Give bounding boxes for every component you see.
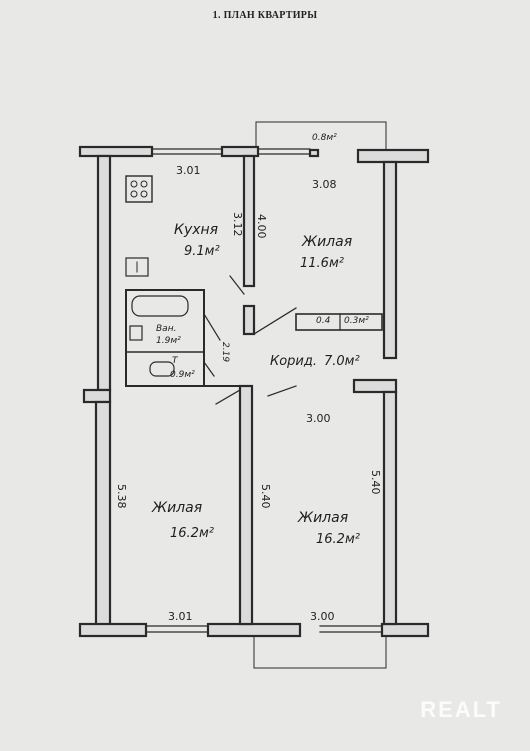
wall-left bbox=[96, 154, 112, 392]
closet-a-dim: 0.4 bbox=[316, 316, 331, 326]
wc-area: 0.9м² bbox=[170, 370, 195, 380]
bathroom-block bbox=[125, 289, 205, 387]
bath-door-dim: 2.19 bbox=[220, 342, 230, 363]
wall-top-right bbox=[356, 148, 430, 164]
page-title: 1. ПЛАН КВАРТИРЫ bbox=[212, 10, 318, 21]
living-left-area: 16.2м² bbox=[170, 526, 214, 541]
living-left-name: Жилая bbox=[152, 500, 203, 516]
wall-kitchen-living bbox=[242, 154, 256, 288]
living-left-width-dim: 3.01 bbox=[168, 610, 193, 623]
wall-living-living bbox=[238, 384, 254, 626]
kitchen-depth-dim: 3.12 bbox=[231, 212, 244, 237]
living-right-area: 16.2м² bbox=[316, 532, 360, 547]
wall-top-left bbox=[78, 145, 154, 158]
wall-right bbox=[382, 160, 398, 360]
living-right-depth-left-dim: 5.40 bbox=[259, 484, 272, 509]
living-right-depth-right-dim: 5.40 bbox=[369, 470, 382, 495]
closets bbox=[295, 313, 383, 331]
stove-icon bbox=[125, 175, 153, 203]
living-right-name: Жилая bbox=[298, 510, 349, 526]
kitchen-sink-icon bbox=[125, 257, 149, 277]
wall-top-mid bbox=[220, 145, 260, 158]
toilet-icon bbox=[149, 361, 175, 377]
kitchen-area: 9.1м² bbox=[184, 244, 220, 259]
living-top-width-dim: 3.08 bbox=[312, 178, 337, 191]
bath-area: 1.9м² bbox=[156, 336, 181, 346]
kitchen-name: Кухня bbox=[174, 222, 219, 238]
balcony-top-area: 0.8м² bbox=[312, 133, 337, 143]
closet-b-dim: 0.3м² bbox=[344, 316, 369, 326]
corridor-area: 7.0м² bbox=[324, 354, 360, 369]
living-top-depth-dim: 4.00 bbox=[255, 214, 268, 239]
watermark-logo: REALT bbox=[420, 697, 502, 722]
living-right-width-dim: 3.00 bbox=[310, 610, 335, 623]
corridor-name: Корид. bbox=[270, 354, 318, 369]
kitchen-width-dim: 3.01 bbox=[176, 164, 201, 177]
living-left-depth-dim: 5.38 bbox=[115, 484, 128, 509]
wc-name: T bbox=[172, 356, 178, 366]
wall-bottom-left bbox=[78, 622, 148, 638]
sink-icon bbox=[129, 325, 143, 341]
living-top-name: Жилая bbox=[302, 234, 353, 250]
corridor-width-dim: 3.00 bbox=[306, 412, 331, 425]
bathtub-icon bbox=[131, 295, 189, 317]
bath-name: Ван. bbox=[156, 324, 177, 334]
living-top-area: 11.6м² bbox=[300, 256, 344, 271]
